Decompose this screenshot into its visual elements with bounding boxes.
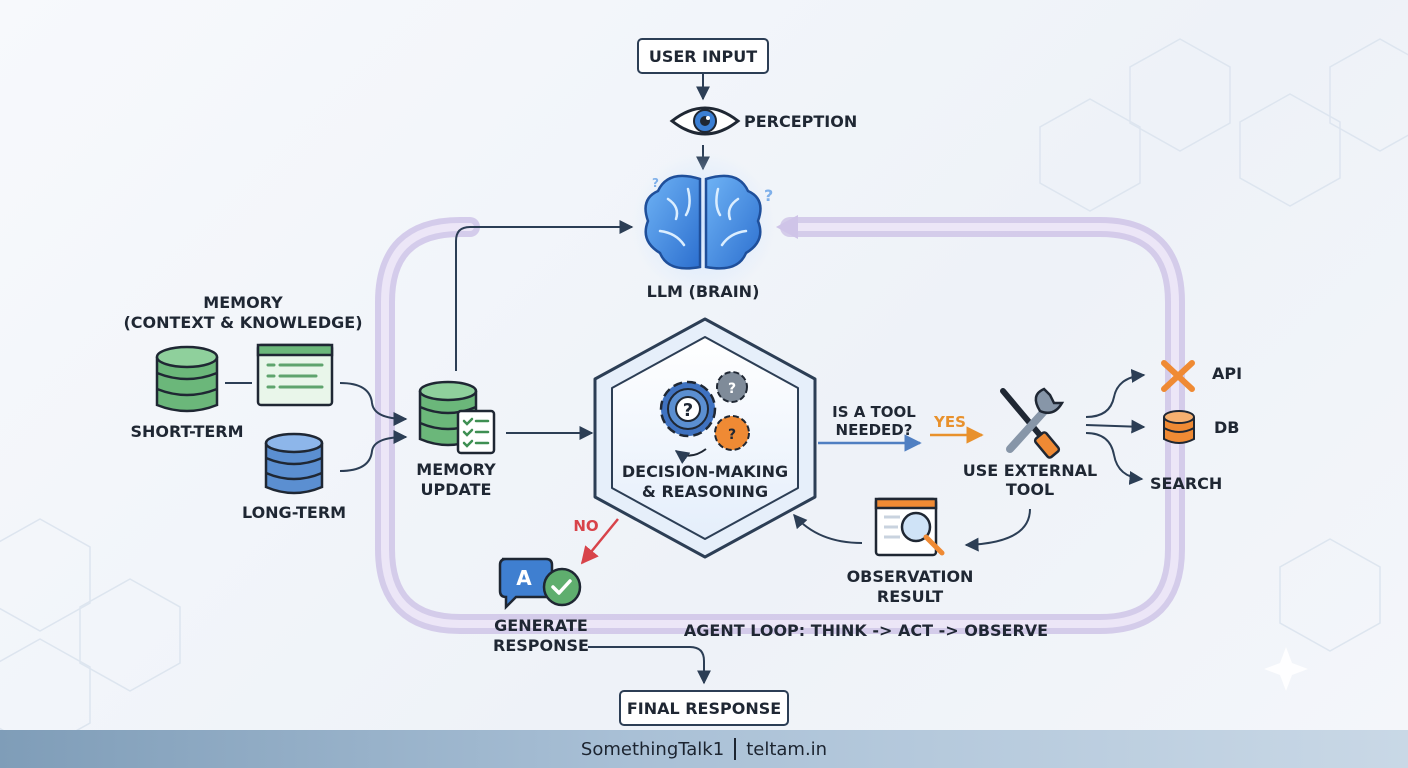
db-label: DB	[1214, 418, 1239, 437]
long-term-label: LONG-TERM	[242, 503, 346, 522]
gears-icon: ? ? ?	[659, 371, 750, 465]
arrow-tool-search	[1085, 432, 1144, 485]
memory-title-line-2: (CONTEXT & KNOWLEDGE)	[123, 313, 362, 332]
arrow-update-llm	[455, 220, 634, 371]
tool-question-line-2: NEEDED?	[836, 421, 913, 439]
observation-line-2: RESULT	[877, 587, 943, 606]
arrow-tool-db	[1085, 419, 1146, 434]
observation-icon	[874, 497, 945, 557]
svg-text:A: A	[516, 566, 532, 590]
arrow-observation-decision	[793, 513, 863, 544]
observation-line-1: OBSERVATION	[847, 567, 974, 586]
brain-icon: ? ?	[631, 152, 775, 296]
llm-label: LLM (BRAIN)	[647, 282, 760, 301]
generate-line-1: GENERATE	[494, 616, 588, 635]
svg-text:?: ?	[652, 176, 659, 190]
long-term-database-icon	[264, 432, 324, 495]
arrow-generate-final	[588, 646, 711, 685]
api-label: API	[1212, 364, 1242, 383]
user-input-node: USER INPUT	[637, 38, 769, 74]
svg-text:?: ?	[728, 427, 736, 443]
memory-title-line-1: MEMORY	[203, 293, 283, 312]
short-term-database-icon	[155, 345, 219, 413]
checklist-icon	[456, 409, 496, 455]
svg-text:?: ?	[728, 381, 736, 397]
short-term-label: SHORT-TERM	[130, 422, 243, 441]
wrench-screwdriver-icon	[1000, 387, 1065, 459]
background-hexagons	[0, 38, 1408, 752]
arrow-no	[580, 518, 619, 565]
arrow-tool-api	[1085, 368, 1146, 418]
footer-divider	[734, 738, 737, 760]
api-tools-icon	[1161, 360, 1195, 392]
arrow-longterm-update	[339, 430, 408, 472]
context-document-icon	[256, 343, 334, 407]
footer-brand: SomethingTalk1	[580, 738, 725, 760]
db-icon	[1163, 410, 1195, 444]
yes-label: YES	[933, 413, 966, 431]
user-input-label: USER INPUT	[649, 47, 757, 66]
search-label: SEARCH	[1150, 474, 1222, 493]
loop-arrowhead	[776, 215, 798, 239]
chat-bubble-icon: A	[498, 557, 582, 611]
final-response-label: FINAL RESPONSE	[627, 699, 781, 718]
no-label: NO	[573, 517, 598, 535]
tool-question-line-1: IS A TOOL	[832, 403, 916, 421]
decision-hexagon	[593, 317, 817, 559]
use-tool-line-1: USE EXTERNAL	[963, 461, 1097, 480]
footer-bar: SomethingTalk1 teltam.in	[0, 730, 1408, 768]
decision-line-1: DECISION-MAKING	[622, 462, 788, 481]
svg-text:?: ?	[764, 186, 773, 205]
sparkle-icon	[1264, 647, 1308, 691]
eye-icon	[669, 106, 741, 136]
decision-line-2: & REASONING	[642, 482, 768, 501]
agent-loop-label: AGENT LOOP: THINK -> ACT -> OBSERVE	[684, 621, 1048, 640]
footer-site: teltam.in	[746, 738, 828, 760]
memory-update-line-1: MEMORY	[416, 460, 496, 479]
final-response-node: FINAL RESPONSE	[619, 690, 789, 726]
generate-line-2: RESPONSE	[493, 636, 589, 655]
svg-text:?: ?	[683, 400, 693, 421]
memory-update-line-2: UPDATE	[421, 480, 492, 499]
arrow-tool-observation	[964, 508, 1031, 552]
use-tool-line-2: TOOL	[1006, 480, 1054, 499]
perception-label: PERCEPTION	[744, 112, 857, 131]
arrow-shortterm-update	[339, 382, 408, 426]
